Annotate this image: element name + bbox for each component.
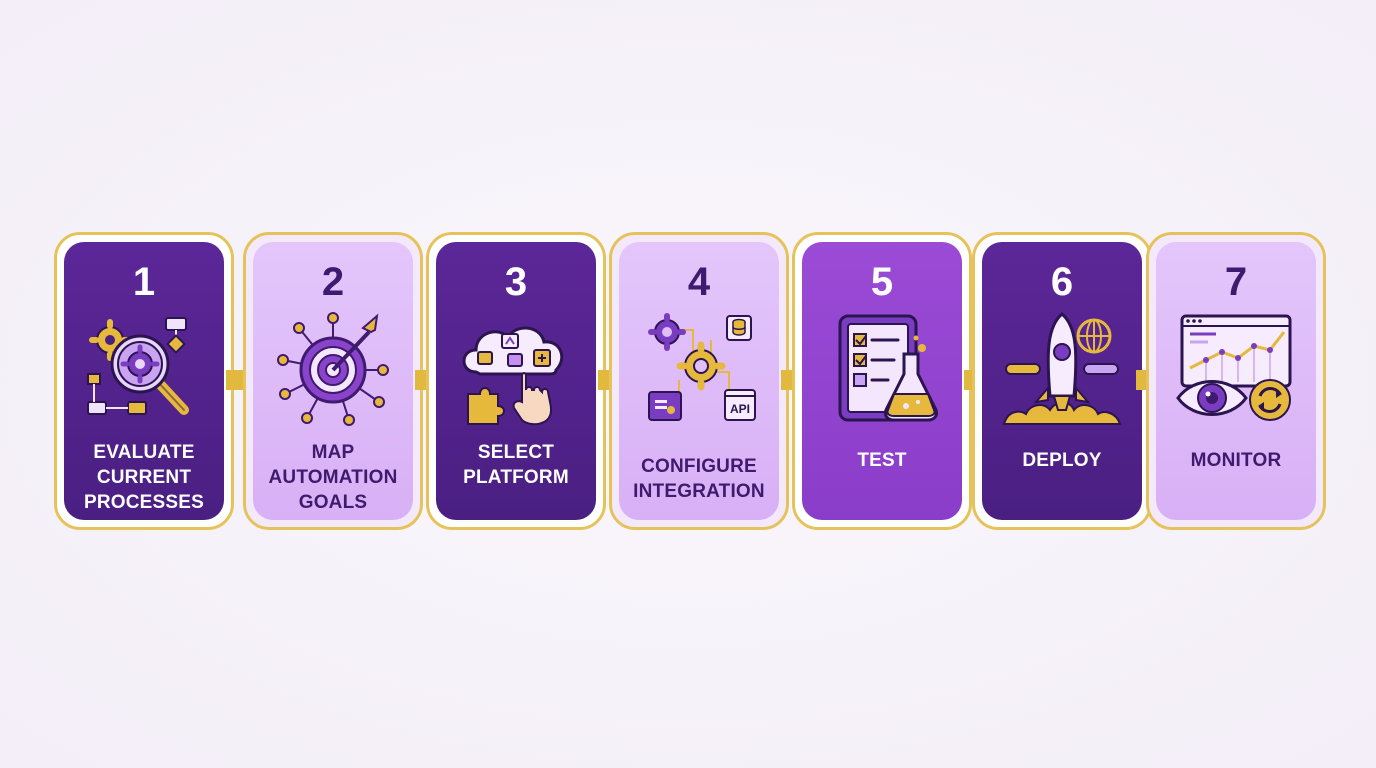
dashboard-eye-refresh-icon	[1176, 314, 1292, 421]
step-number: 3	[504, 260, 528, 304]
step-number: 7	[1224, 260, 1248, 304]
step-6-card: 6 DEPLOY	[972, 232, 1152, 530]
step-number: 1	[132, 260, 156, 304]
step-2-card: 2	[243, 232, 423, 530]
rocket-globe-icon	[1002, 312, 1122, 425]
steps-row: 1	[54, 232, 1326, 530]
step-7-card: 7	[1146, 232, 1326, 530]
step-3-card: 3 SELECT PLATFORM	[426, 232, 606, 530]
step-5-card: 5	[792, 232, 972, 530]
step-label: EVALUATE CURRENT PROCESSES	[83, 442, 205, 513]
step-number: 4	[687, 260, 711, 304]
magnifier-gear-flowchart-icon	[87, 317, 189, 415]
step-label: CONFIGURE INTEGRATION	[633, 456, 765, 502]
api-badge: API	[730, 402, 750, 416]
step-label: DEPLOY	[1022, 450, 1102, 471]
step-1-card: 1	[54, 232, 234, 530]
step-label: MAP AUTOMATION GOALS	[268, 442, 398, 513]
gears-database-api-icon: API	[648, 313, 756, 421]
step-number: 5	[870, 260, 894, 304]
step-label: TEST	[857, 450, 907, 471]
step-4-card: 4	[609, 232, 789, 530]
step-label: MONITOR	[1190, 450, 1282, 471]
step-number: 2	[321, 260, 345, 304]
target-arrow-network-icon	[277, 312, 389, 426]
step-number: 6	[1050, 260, 1074, 304]
cloud-puzzle-hand-icon	[462, 326, 564, 426]
step-label: SELECT PLATFORM	[463, 442, 569, 488]
checklist-flask-icon	[838, 314, 938, 422]
